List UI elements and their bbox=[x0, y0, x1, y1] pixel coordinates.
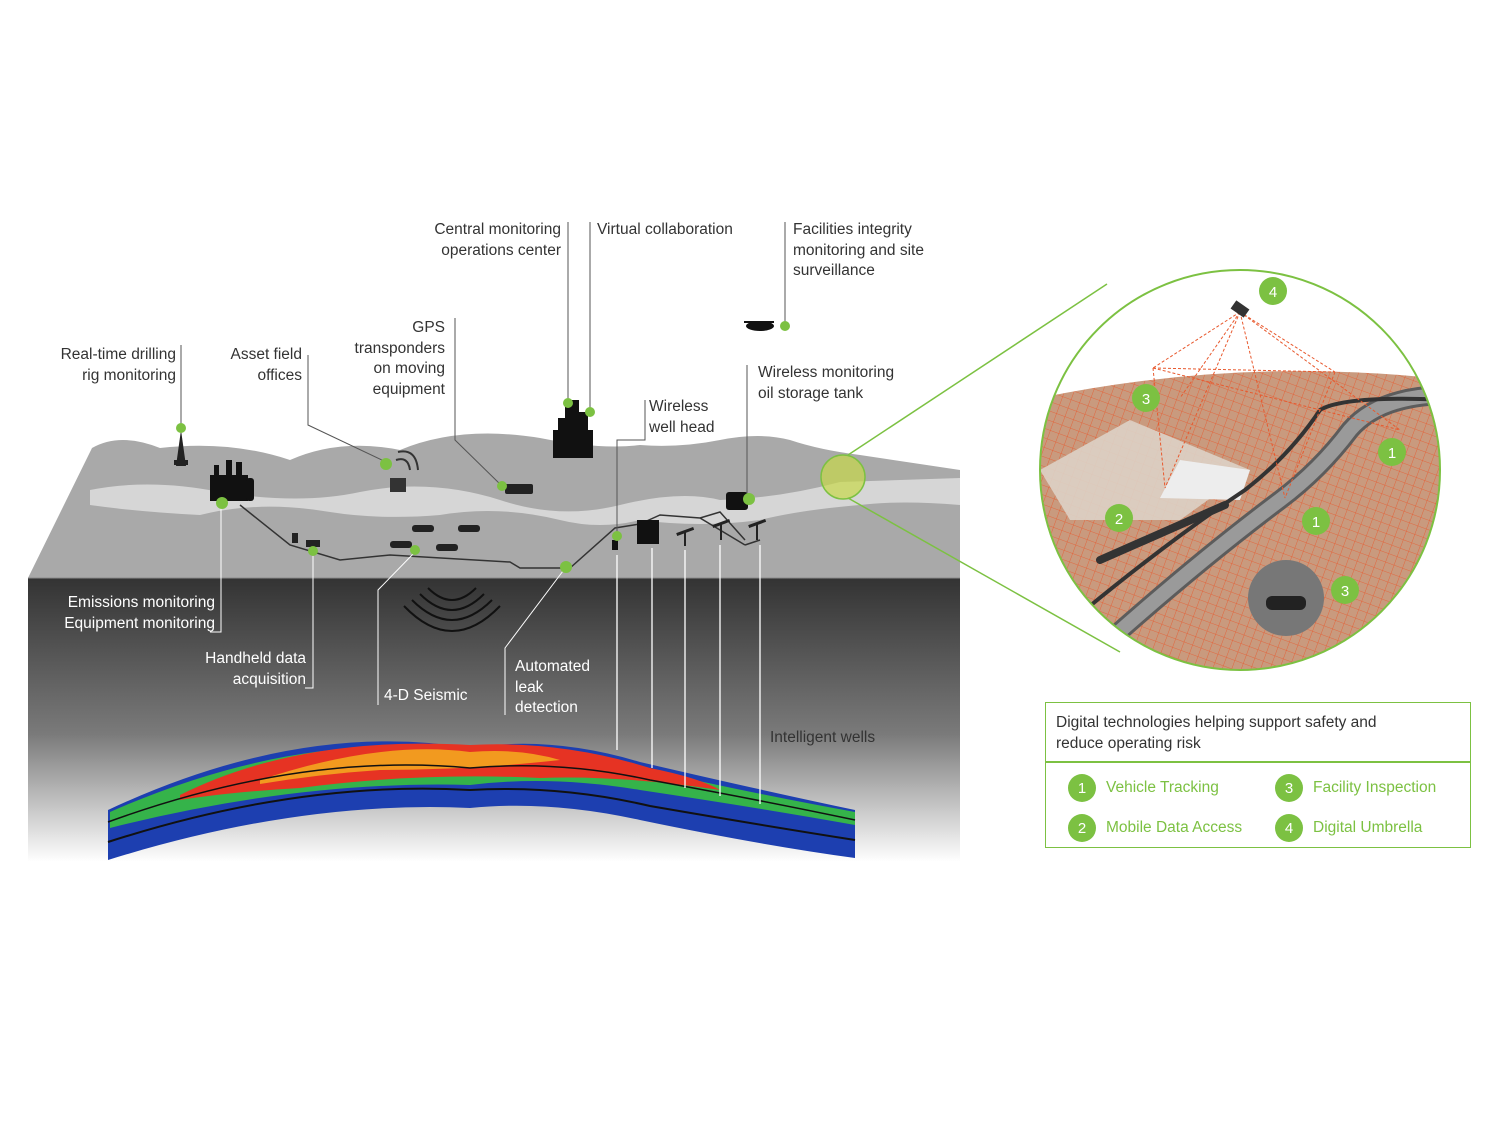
well-lines bbox=[616, 545, 761, 804]
label-emissions: Emissions monitoring Equipment monitorin… bbox=[64, 594, 215, 632]
legend-item-facility-inspection: 3 Facility Inspection bbox=[1275, 774, 1436, 802]
magnifier-connector bbox=[847, 283, 1121, 653]
label-offices: Asset field offices bbox=[230, 346, 302, 384]
label-virtual: Virtual collaboration bbox=[597, 221, 733, 238]
inset-badges: 4 3 1 2 1 3 bbox=[1105, 277, 1406, 604]
svg-text:3: 3 bbox=[1341, 583, 1349, 600]
legend-label: Vehicle Tracking bbox=[1106, 779, 1219, 796]
reservoir-layer bbox=[107, 741, 856, 860]
svg-text:3: 3 bbox=[1142, 391, 1150, 408]
legend-box: Digital technologies helping support saf… bbox=[1045, 702, 1471, 848]
leader-lines-under bbox=[210, 505, 567, 715]
satellite-icon bbox=[1230, 300, 1250, 318]
legend-badge: 4 bbox=[1275, 814, 1303, 842]
inset-roads bbox=[1083, 385, 1440, 650]
legend-label: Digital Umbrella bbox=[1313, 819, 1423, 836]
svg-text:4: 4 bbox=[1269, 284, 1277, 301]
legend-item-mobile-data-access: 2 Mobile Data Access bbox=[1068, 814, 1242, 842]
legend-item-digital-umbrella: 4 Digital Umbrella bbox=[1275, 814, 1422, 842]
legend-badge: 1 bbox=[1068, 774, 1096, 802]
label-wellhead: Wireless well head bbox=[649, 398, 715, 436]
inset-zoom bbox=[1040, 270, 1440, 670]
label-drilling: Real-time drilling rig monitoring bbox=[60, 346, 176, 384]
label-storage: Wireless monitoring oil storage tank bbox=[758, 364, 895, 402]
surface-light-band bbox=[90, 478, 960, 525]
svg-text:1: 1 bbox=[1388, 445, 1396, 462]
leader-lines bbox=[180, 222, 786, 536]
legend-item-vehicle-tracking: 1 Vehicle Tracking bbox=[1068, 774, 1219, 802]
label-intelligent: Intelligent wells bbox=[770, 729, 876, 746]
pipeline bbox=[239, 504, 641, 569]
label-leak: Automated leak detection bbox=[515, 658, 590, 716]
seismic-wave-icon bbox=[403, 587, 501, 632]
legend-badge: 2 bbox=[1068, 814, 1096, 842]
city-tower-icon bbox=[553, 400, 593, 458]
label-central: Central monitoring operations center bbox=[434, 221, 561, 259]
office-antenna-icon bbox=[390, 450, 419, 492]
label-facilities: Facilities integrity monitoring and site… bbox=[793, 221, 924, 279]
vehicles-icon bbox=[292, 525, 480, 551]
oil-tank-icon bbox=[726, 492, 748, 510]
legend-badge: 3 bbox=[1275, 774, 1303, 802]
truck-icon bbox=[505, 484, 533, 494]
wellhead-icon bbox=[612, 520, 659, 550]
laser-lines bbox=[1152, 311, 1401, 499]
marker-dots bbox=[176, 321, 790, 573]
legend-label: Mobile Data Access bbox=[1106, 819, 1243, 836]
svg-text:2: 2 bbox=[1115, 511, 1123, 528]
legend-label: Facility Inspection bbox=[1313, 779, 1437, 796]
pump-jack-icon bbox=[676, 518, 767, 546]
legend-divider bbox=[1046, 761, 1470, 763]
magnifier-lens bbox=[820, 454, 866, 500]
refinery-icon bbox=[210, 460, 254, 501]
svg-text:1: 1 bbox=[1312, 514, 1320, 531]
label-seismic: 4-D Seismic bbox=[384, 687, 468, 704]
helicopter-icon bbox=[744, 321, 774, 331]
label-handheld: Handheld data acquisition bbox=[205, 650, 306, 688]
label-gps: GPS transponders on moving equipment bbox=[354, 319, 445, 398]
legend-title: Digital technologies helping support saf… bbox=[1056, 714, 1377, 752]
drilling-rig-icon bbox=[174, 430, 188, 466]
